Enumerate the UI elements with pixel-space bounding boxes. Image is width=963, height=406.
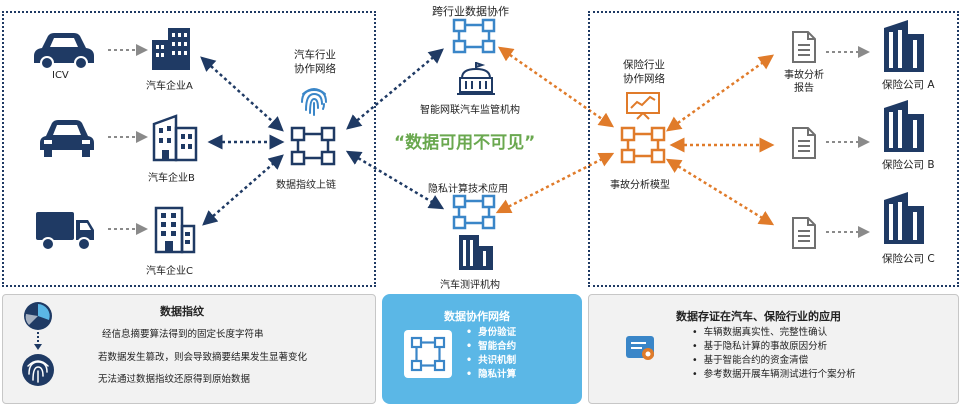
collab-item-privacy: 隐私计算 — [466, 368, 516, 382]
privacy-tech-title: 隐私计算技术应用 — [428, 184, 508, 195]
privacy-chain-icon — [452, 194, 496, 230]
icv-car-icon — [34, 33, 94, 70]
car-icon — [40, 120, 94, 157]
insurer-b-label: 保险公司 B — [882, 159, 935, 171]
application-item-3: 基于智能合约的资金清偿 — [692, 354, 856, 368]
application-title: 数据存证在汽车、保险行业的应用 — [676, 310, 841, 323]
auto-chain-icon — [290, 126, 336, 166]
insurance-network-label: 保险行业 协作网络 — [608, 58, 680, 86]
application-list: 车辆数据真实性、完整性确认 基于隐私计算的事故原因分析 基于智能合约的资金清偿 … — [692, 326, 856, 382]
digest-process-icon — [22, 302, 54, 386]
accident-model-label: 事故分析模型 — [610, 180, 670, 191]
regulator-label: 智能网联汽车监管机构 — [420, 105, 520, 116]
cross-industry-chain-icon — [452, 18, 496, 54]
chain-label: 数据指纹上链 — [276, 180, 336, 191]
auto-network-label: 汽车行业 协作网络 — [280, 48, 350, 76]
cross-industry-title: 跨行业数据协作 — [432, 5, 509, 18]
arrow-chain-bottom — [345, 150, 445, 210]
fingerprint-info-panel — [2, 294, 376, 404]
icv-label: ICV — [52, 70, 69, 81]
insurer-b-building-icon — [884, 100, 924, 152]
insurer-c-building-icon — [884, 192, 924, 244]
report-label-line1: 事故分析 — [784, 70, 824, 81]
government-building-icon — [457, 62, 495, 95]
arrow-model-report3 — [665, 158, 775, 226]
analysis-board-icon — [626, 92, 660, 120]
report-label-line2: 报告 — [794, 83, 814, 94]
collab-network-chain-icon — [410, 336, 446, 372]
company-b-building-icon — [152, 114, 198, 162]
slogan: “数据可用不可见” — [394, 133, 536, 153]
collab-item-contract: 智能合约 — [466, 340, 516, 354]
insurance-network-line2: 协作网络 — [623, 73, 665, 85]
certificate-icon — [626, 336, 654, 360]
report-label: 事故分析 报告 — [774, 69, 834, 95]
report-doc-icon-1 — [792, 31, 816, 63]
automotive-panel — [2, 11, 376, 287]
company-b-label: 汽车企业B — [148, 173, 195, 184]
company-c-label: 汽车企业C — [146, 266, 193, 277]
insurance-network-line1: 保险行业 — [623, 59, 665, 71]
insurer-c-label: 保险公司 C — [882, 253, 935, 265]
company-a-label: 汽车企业A — [146, 81, 193, 92]
report-doc-icon-2 — [792, 127, 816, 159]
collab-item-consensus: 共识机制 — [466, 354, 516, 368]
company-c-building-icon — [154, 206, 196, 254]
fingerprint-line-1: 经信息摘要算法得到的固定长度字符串 — [102, 329, 264, 340]
insurer-a-building-icon — [884, 20, 924, 72]
fingerprint-line-3: 无法通过数据指纹还原得到原始数据 — [98, 374, 251, 385]
application-item-2: 基于隐私计算的事故原因分析 — [692, 340, 856, 354]
fingerprint-line-2: 若数据发生篡改，则会导致摘要结果发生显著变化 — [98, 352, 308, 363]
auto-network-line1: 汽车行业 — [294, 49, 336, 61]
insurer-a-label: 保险公司 A — [882, 79, 935, 91]
testing-label: 汽车测评机构 — [440, 280, 500, 291]
truck-icon — [36, 212, 94, 251]
auto-network-line2: 协作网络 — [294, 63, 336, 75]
testing-building-icon — [459, 235, 493, 270]
fingerprint-icon — [301, 88, 327, 116]
fingerprint-info-title: 数据指纹 — [160, 305, 204, 318]
insurance-panel — [588, 11, 959, 287]
insurance-chain-icon — [620, 126, 666, 164]
report-doc-icon-3 — [792, 217, 816, 249]
company-a-building-icon — [152, 28, 190, 70]
collab-item-identity: 身份验证 — [466, 326, 516, 340]
application-item-4: 参考数据开展车辆测试进行个案分析 — [692, 368, 856, 382]
arrow-top-model — [497, 46, 615, 128]
arrow-chain-top — [346, 48, 444, 130]
application-item-1: 车辆数据真实性、完整性确认 — [692, 326, 856, 340]
collab-network-title: 数据协作网络 — [444, 310, 510, 323]
collab-network-list: 身份验证 智能合约 共识机制 隐私计算 — [466, 326, 516, 382]
arrow-c-chain — [202, 154, 284, 226]
